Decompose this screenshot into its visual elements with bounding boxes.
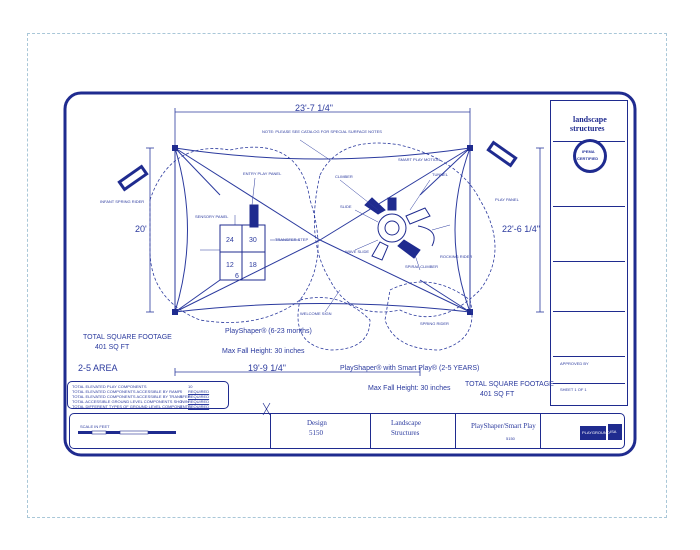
deck-height-label: 24 [226, 237, 234, 244]
notes-row-value: 5 [180, 394, 183, 399]
callout: SPIRAL CLIMBER [405, 264, 438, 269]
dimension-top: 23'-7 1/4" [295, 103, 333, 113]
page-frame [27, 33, 667, 518]
callout: WAVE SLIDE [345, 249, 370, 254]
footer-logos [580, 424, 622, 440]
bench-right [486, 140, 518, 168]
deck-height-label: 12 [226, 262, 234, 269]
callout: SLIDE [340, 204, 352, 209]
footer-logo-text: PLAYGROUND [582, 430, 610, 435]
callout-general-note: NOTE: PLEASE SEE CATALOG FOR SPECIAL SUR… [262, 129, 382, 134]
leader-lines [200, 139, 451, 313]
notes-row-label: TOTAL ELEVATED COMPONENTS ACCESSIBLE BY … [72, 394, 191, 399]
brand-name-line1: landscape [573, 115, 607, 124]
ipema-org: IPEMA [582, 149, 595, 154]
sidebar-divider [553, 356, 625, 357]
notes-row-label: TOTAL ELEVATED PLAY COMPONENTS [72, 384, 147, 389]
company-name-line1: Landscape [391, 419, 421, 427]
callout: TRANSFER STEP [275, 237, 309, 242]
notes-required-link: REQUIRED [188, 404, 210, 409]
scale-label: SCALE IN FEET [80, 424, 110, 429]
zone-left-area-value: 401 SQ FT [95, 344, 130, 351]
callout: ENTRY PLAY PANEL [243, 171, 282, 176]
callout: TUNNEL [432, 172, 449, 177]
zone-right-area-value: 401 SQ FT [480, 391, 515, 398]
bench-left [117, 164, 149, 192]
sheet-border [63, 91, 637, 457]
dimension-left: 20' [135, 224, 147, 234]
sidebar-divider [553, 261, 625, 262]
notes-row-value: 3 [180, 404, 183, 409]
zone-age-label: 2-5 AREA [78, 363, 118, 373]
zone-right-label: PlayShaper® with Smart Play® (2-5 YEARS) [340, 365, 480, 372]
callout: SENSORY PANEL [195, 214, 229, 219]
sheet-label: SHEET 1 OF 1 [560, 387, 587, 392]
design-number: 5150 [309, 429, 323, 437]
callout: INFANT SPRING RIDER [100, 199, 145, 204]
notes-row-label: TOTAL DIFFERENT TYPES OF GROUND LEVEL CO… [72, 404, 191, 409]
callout: CLIMBER [335, 174, 353, 179]
zone-right-area-title: TOTAL SQUARE FOOTAGE [465, 381, 554, 388]
callout: WELCOME SIGN [300, 311, 332, 316]
callout: ROCKING RIDER [440, 254, 473, 259]
zone-left-fall-height: Max Fall Height: 30 inches [222, 348, 305, 355]
title-block-divider [455, 414, 456, 448]
notes-row-value: 3 [180, 399, 183, 404]
left-play-structure [219, 204, 266, 281]
zone-left-area-title: TOTAL SQUARE FOOTAGE [83, 334, 172, 341]
deck-height-label: 18 [249, 262, 257, 269]
project-name: PlayShaper/Smart Play [471, 422, 536, 430]
callout: PLAY PANEL [495, 197, 519, 202]
drawing-number: 5150 [506, 436, 515, 441]
dimension-lines [146, 108, 544, 376]
smart-play-structure [364, 197, 435, 261]
notes-row-value: 10 [188, 384, 193, 389]
footer-logo-text: ISA [610, 429, 617, 434]
ipema-status: CERTIFIED [577, 156, 599, 161]
title-block-divider [370, 414, 371, 448]
title-block-divider [270, 414, 271, 448]
design-label: Design [307, 419, 327, 427]
zone-right-fall-height: Max Fall Height: 30 inches [368, 385, 451, 392]
title-block [69, 413, 625, 449]
notes-required-link: REQUIRED [188, 394, 210, 399]
notes-required-link: REQUIRED [188, 389, 210, 394]
scale-bar [78, 430, 176, 435]
notes-row-label: TOTAL ACCESSIBLE GROUND LEVEL COMPONENTS… [72, 399, 189, 404]
notes-row-label: TOTAL ELEVATED COMPONENTS ACCESSIBLE BY … [72, 389, 181, 394]
sidebar-divider [553, 383, 625, 384]
deck-height-label: 30 [249, 237, 257, 244]
title-block-divider [540, 414, 541, 448]
approved-by-label: APPROVED BY [560, 361, 589, 366]
notes-required-link: REQUIRED [188, 399, 210, 404]
callout: SPRING RIDER [420, 321, 449, 326]
corner-posts [172, 145, 473, 315]
notes-row-value: 0 [180, 389, 183, 394]
ipema-certified-seal-icon [573, 139, 607, 173]
zone-left-label: PlayShaper® (6-23 months) [225, 328, 312, 335]
company-name-line2: Structures [391, 429, 420, 437]
accessibility-notes-table [67, 381, 229, 409]
sidebar-divider [553, 206, 625, 207]
callout: SMART PLAY MOTION [398, 157, 440, 162]
dimension-bottom: 19'-9 1/4" [248, 363, 286, 373]
brand-name-line2: structures [570, 124, 605, 133]
deck-height-label: 6 [235, 273, 239, 280]
sidebar-divider [553, 311, 625, 312]
use-zones [149, 142, 496, 351]
dimension-right: 22'-6 1/4" [502, 224, 540, 234]
